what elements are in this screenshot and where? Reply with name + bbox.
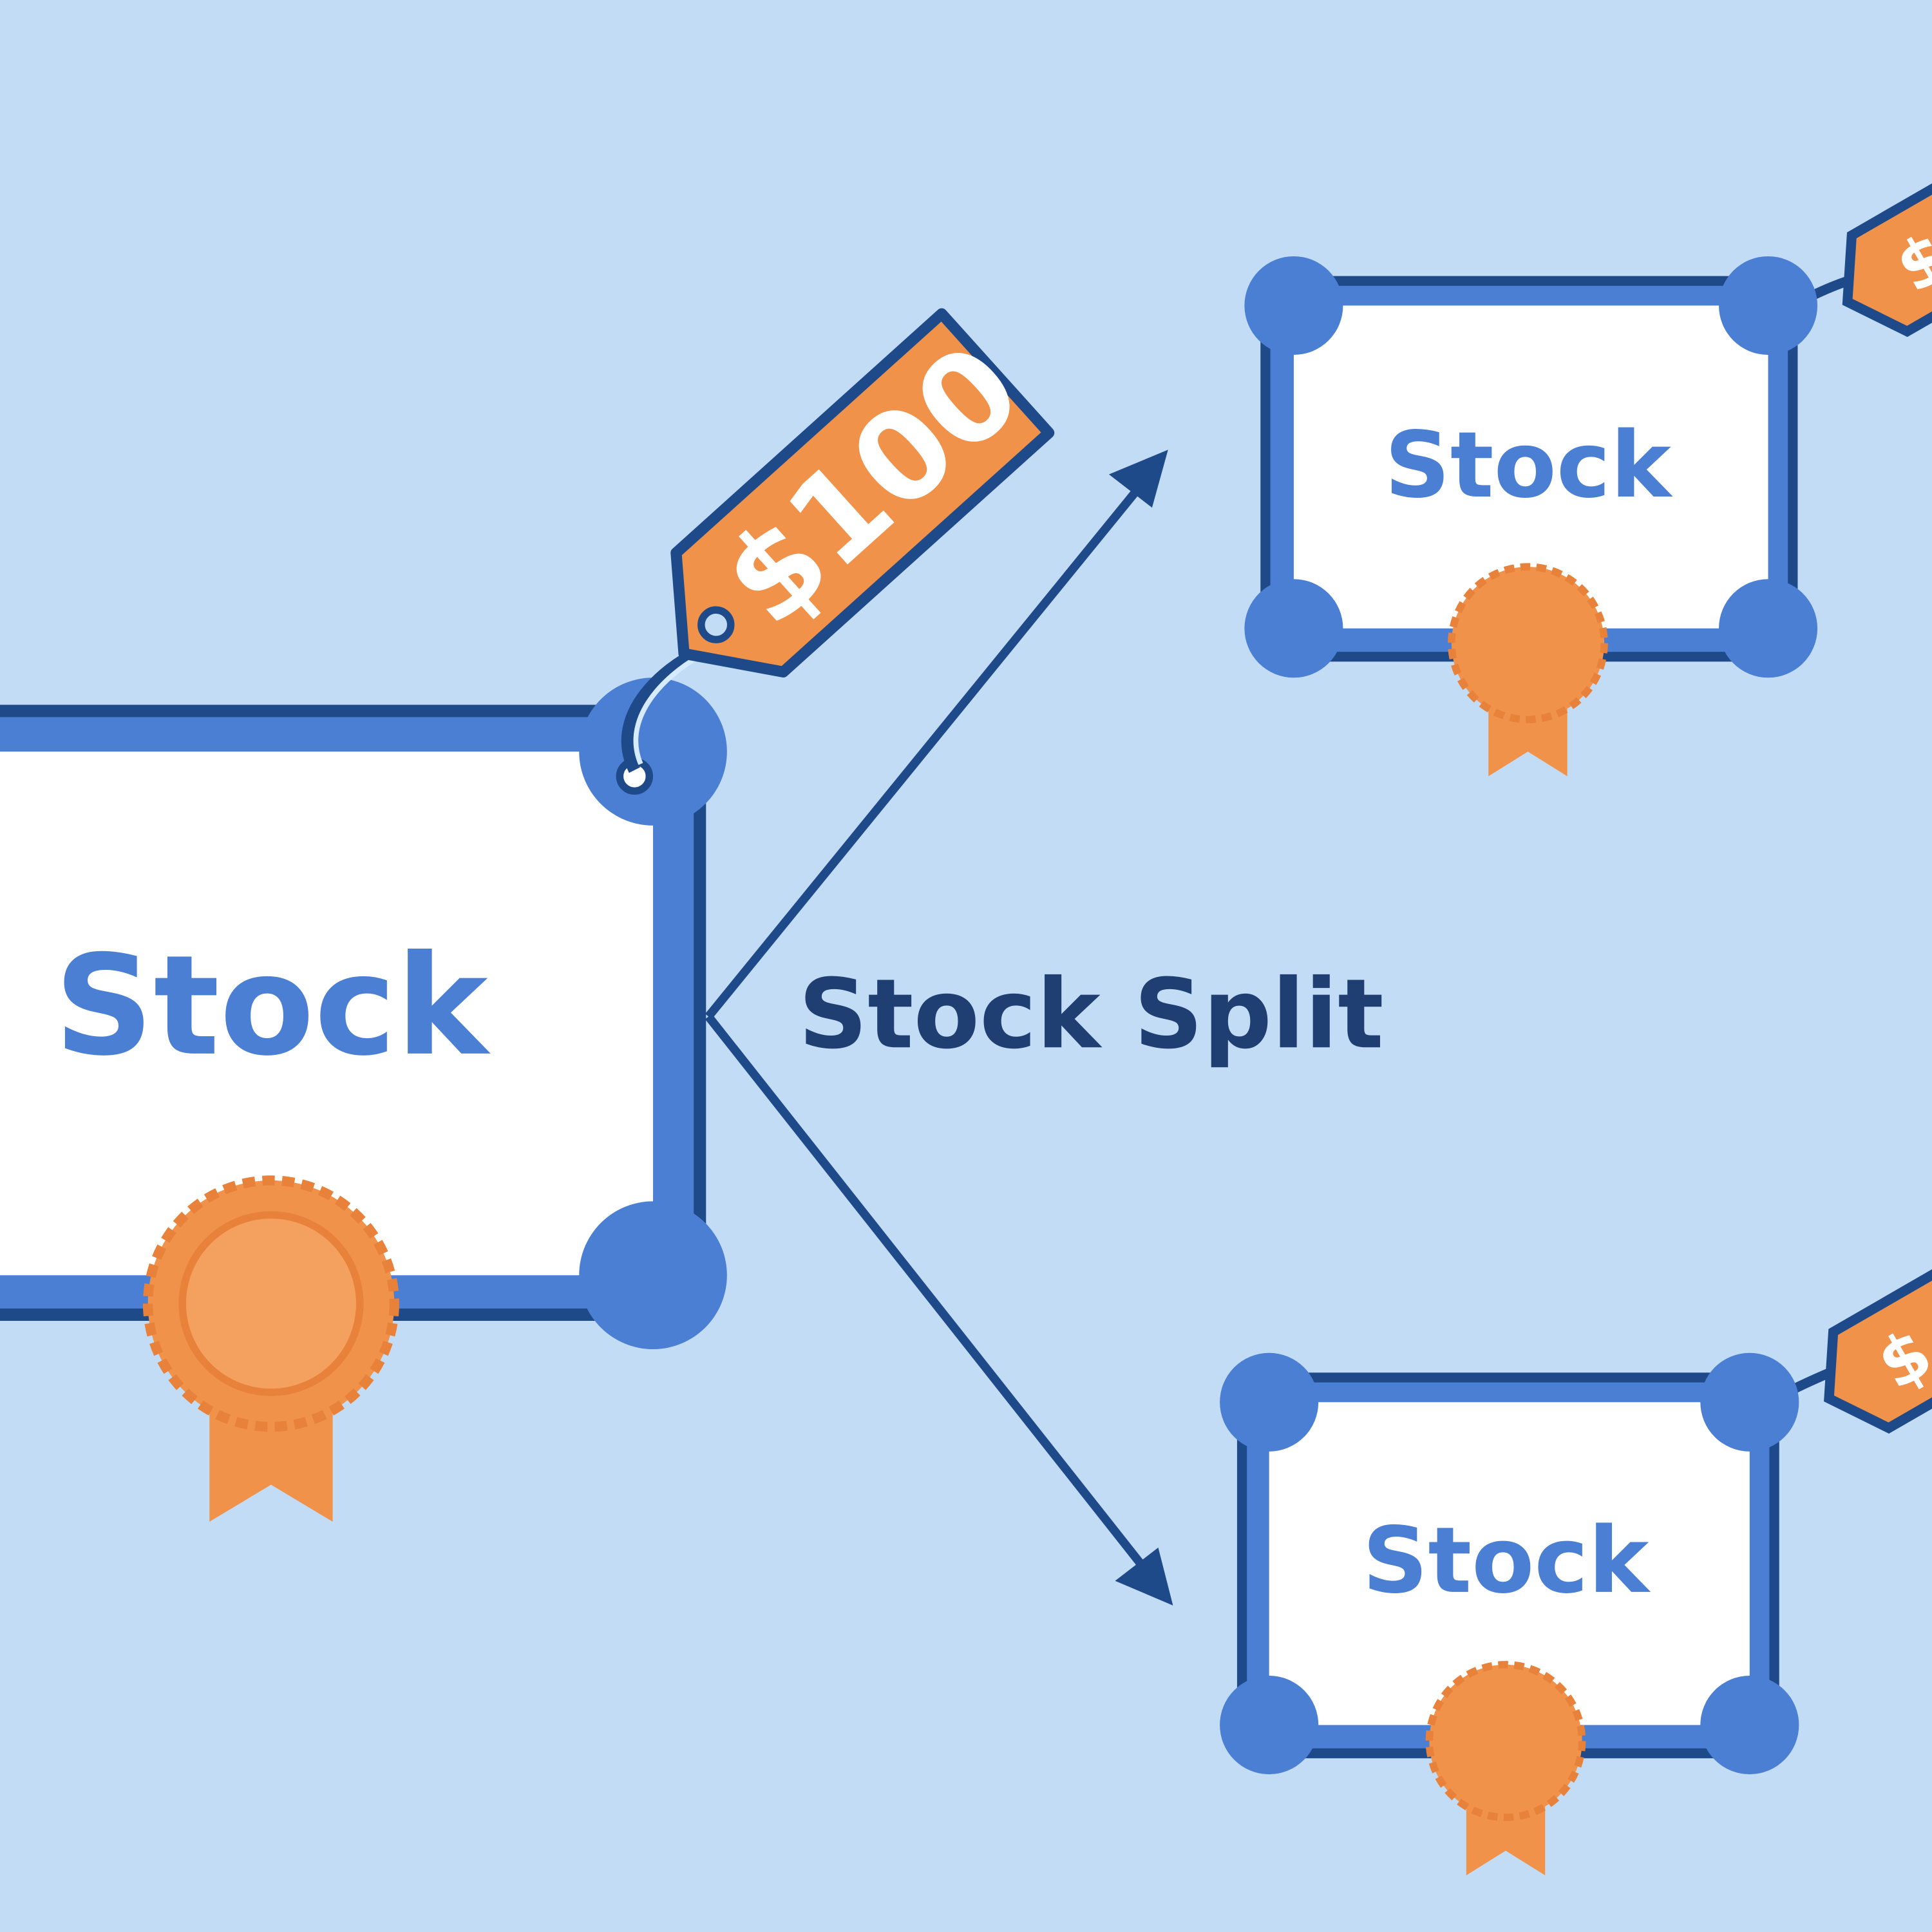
stock-split-label: Stock Split	[799, 958, 1384, 1070]
certificate-label: Stock	[1385, 413, 1673, 518]
rosette-icon	[142, 1175, 399, 1522]
rosette-icon	[1448, 563, 1608, 777]
arrow-up-icon	[705, 484, 1143, 1019]
arrowhead-up-icon	[1108, 450, 1168, 508]
arrow-down-icon	[705, 1014, 1147, 1570]
rosette-icon	[1425, 1661, 1586, 1875]
split-arrows	[705, 450, 1173, 1605]
arrowhead-down-icon	[1115, 1548, 1173, 1605]
split-stock-certificate-bottom: $ Stock	[1220, 1251, 1932, 1875]
certificate-label: Stock	[54, 925, 491, 1086]
original-stock-certificate: Stock	[0, 677, 727, 1522]
split-stock-certificate-top: $ Stock	[1244, 155, 1932, 777]
certificate-label: Stock	[1363, 1508, 1651, 1614]
